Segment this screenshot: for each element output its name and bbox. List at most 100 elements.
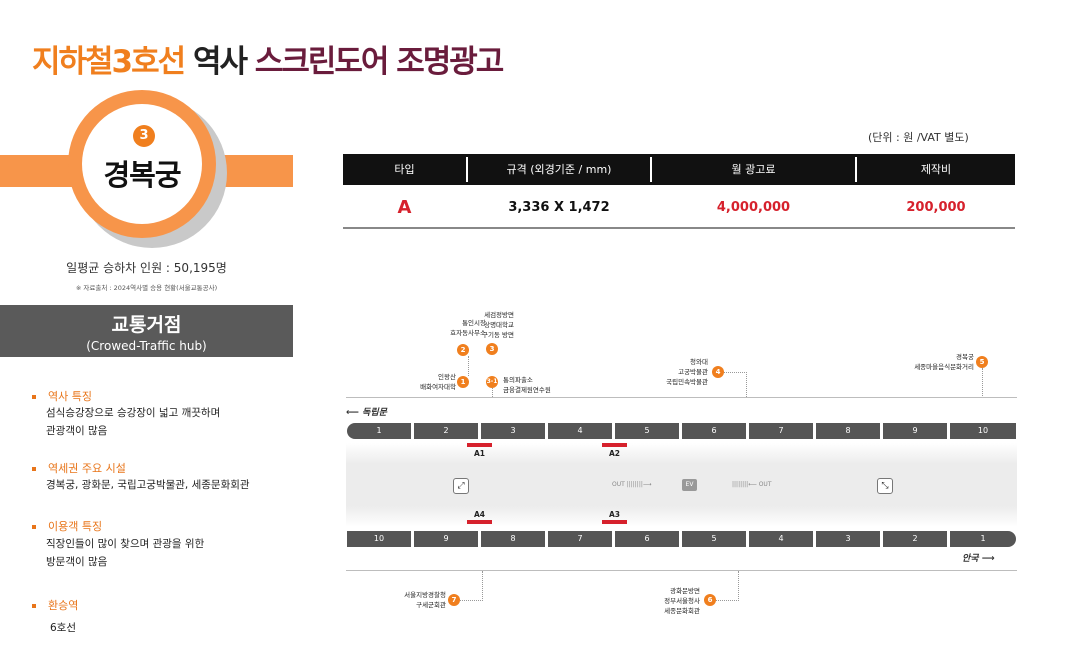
- section-line: 관광객이 많음: [46, 425, 108, 437]
- poi-label: 인왕산 배화여자대학: [406, 372, 456, 392]
- section-body: 직장인들이 많이 찾으며 관광을 위한 방문객이 많음: [46, 535, 204, 571]
- platform-map: ⟵ 독립문 1 2 3 4 5 6 7 8 9 10 A1 A2 ⤢ OUT |…: [346, 300, 1017, 630]
- ad-location-marker: [467, 520, 492, 524]
- table-header: 타입 규격 (외경기준 / mm) 월 광고료 제작비: [343, 154, 1015, 185]
- poi-line: 구세군회관: [416, 601, 446, 609]
- section-heading: 역세권 주요 시설: [32, 460, 126, 476]
- cell-production-cost: 200,000: [906, 200, 966, 215]
- page-title: 지하철3호선 역사 스크린도어 조명광고: [32, 36, 504, 81]
- poi-line: 통의파출소: [503, 376, 533, 384]
- data-source-note: ※ 자료출처 : 2024역사별 승용 현황(서울교통공사): [75, 284, 218, 292]
- bullet-icon: [32, 467, 36, 471]
- door-segment: 9: [883, 423, 947, 439]
- door-segment: 1: [950, 531, 1016, 547]
- daily-riders: 일평균 승하차 인원 : 50,195명: [66, 261, 227, 275]
- section-heading-text: 환승역: [48, 599, 79, 612]
- poi-line: 인왕산: [438, 373, 456, 381]
- exit-label: A4: [474, 510, 486, 519]
- poi-line: 청와대: [690, 358, 708, 366]
- direction-top-label: 독립문: [362, 408, 387, 418]
- hub-subtitle: (Crowed-Traffic hub): [86, 339, 207, 353]
- col-header-production-cost: 제작비: [920, 163, 952, 176]
- section-body: 섬식승강장으로 승강장이 넓고 깨끗하며 관광객이 많음: [46, 404, 220, 440]
- door-segment: 3: [481, 423, 545, 439]
- door-segment: 7: [749, 423, 813, 439]
- door-segment: 10: [347, 531, 411, 547]
- out-label: OUT: [758, 481, 772, 488]
- section-line: 방문객이 많음: [46, 556, 108, 568]
- door-segment: 8: [481, 531, 545, 547]
- door-segment: 8: [816, 423, 880, 439]
- section-heading-text: 역사 특징: [48, 390, 92, 403]
- stairs-out: ||||||||⟵ OUT: [732, 481, 771, 488]
- exit-label: A1: [474, 449, 486, 458]
- poi-line: 국립민속박물관: [666, 378, 708, 386]
- escalator-icon: ⤡: [877, 478, 893, 494]
- section-heading: 역사 특징: [32, 388, 92, 404]
- title-location: 역사: [184, 44, 255, 80]
- section-heading-text: 역세권 주요 시설: [48, 462, 126, 475]
- poi-leader-line: [460, 571, 483, 601]
- col-header-monthly-fee: 월 광고료: [731, 163, 776, 176]
- elevator-icon: EV: [682, 479, 697, 491]
- door-segment: 6: [615, 531, 679, 547]
- poi-line: 정부서울청사: [664, 597, 700, 605]
- stairs-out: OUT ||||||||⟶: [612, 481, 651, 488]
- poi-line: 구기동 방면: [482, 331, 514, 339]
- door-segment: 10: [950, 423, 1016, 439]
- poi-line: 배화여자대학: [420, 383, 456, 391]
- door-segment: 4: [548, 423, 612, 439]
- poi-line: 통인시장: [462, 319, 486, 327]
- section-heading: 이용객 특징: [32, 518, 102, 534]
- col-header-type: 타입: [394, 163, 415, 176]
- poi-line: 효자동사무소: [450, 329, 486, 337]
- escalator-icon: ⤢: [453, 478, 469, 494]
- arrow-left-icon: ⟵: [346, 408, 359, 418]
- section-line: 경복궁, 광화문, 국립고궁박물관, 세종문화회관: [46, 479, 250, 491]
- cell-monthly-fee: 4,000,000: [716, 200, 791, 215]
- door-segment: 2: [883, 531, 947, 547]
- door-segment: 9: [414, 531, 478, 547]
- poi-line: 광화문방면: [670, 587, 700, 595]
- out-label: OUT: [612, 481, 625, 488]
- station-circle: [82, 104, 202, 224]
- poi-line: 세검정방면: [484, 311, 514, 319]
- poi-line: 세종문화회관: [664, 607, 700, 615]
- poi-number-badge: 2: [457, 344, 469, 356]
- poi-leader-line: [982, 368, 984, 396]
- poi-number-badge: 4: [712, 366, 724, 378]
- stairs-icon: ||||||||⟶: [626, 481, 652, 488]
- col-header-size: 규격 (외경기준 / mm): [506, 163, 612, 176]
- bullet-icon: [32, 604, 36, 608]
- map-divider: [346, 570, 1017, 571]
- title-product: 스크린도어 조명광고: [254, 44, 504, 80]
- poi-line: 상명대학교: [484, 321, 514, 329]
- door-segment: 2: [414, 423, 478, 439]
- bullet-icon: [32, 525, 36, 529]
- ad-location-marker: [467, 443, 492, 447]
- poi-number-badge: 3: [486, 343, 498, 355]
- title-line: 지하철3호선: [32, 44, 186, 80]
- exit-label: A2: [609, 449, 621, 458]
- section-heading-text: 이용객 특징: [48, 520, 103, 533]
- poi-number-badge: 3-1: [486, 376, 498, 388]
- poi-line: 금융결제원연수원: [503, 386, 551, 394]
- poi-label: 통의파출소 금융결제원연수원: [503, 375, 551, 395]
- unit-note: (단위 : 원 /VAT 별도): [868, 131, 969, 144]
- header-divider: [855, 157, 857, 182]
- poi-leader-line: [468, 356, 470, 376]
- direction-top: ⟵ 독립문: [346, 405, 387, 418]
- section-line: 섬식승강장으로 승강장이 넓고 깨끗하며: [46, 407, 221, 419]
- door-segment: 3: [816, 531, 880, 547]
- station-name: 경복궁: [103, 158, 181, 192]
- poi-label: 서울지방경찰청 구세군회관: [386, 590, 446, 610]
- poi-line: 고궁박물관: [678, 368, 708, 376]
- section-body: 6호선: [50, 619, 76, 637]
- arrow-right-icon: ⟶: [981, 554, 995, 564]
- table-bottom-rule: [343, 227, 1015, 229]
- poi-line: 세종마을음식문화거리: [914, 363, 974, 371]
- section-body: 경복궁, 광화문, 국립고궁박물관, 세종문화회관: [46, 476, 250, 494]
- map-divider: [346, 397, 1017, 398]
- door-segment: 1: [347, 423, 411, 439]
- door-segment: 5: [682, 531, 746, 547]
